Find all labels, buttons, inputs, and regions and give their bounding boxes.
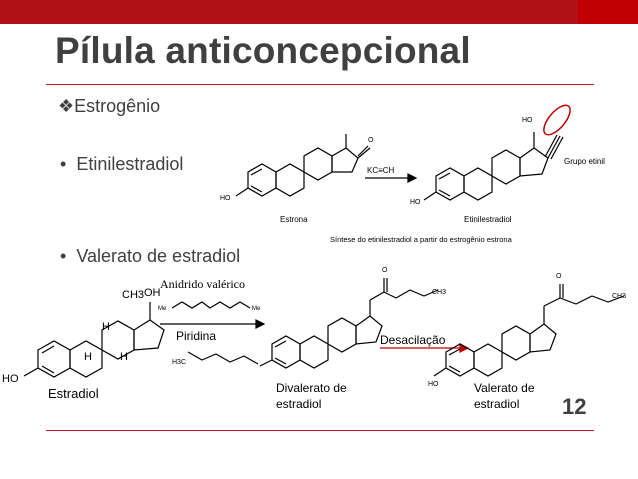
valerato-o-label: O (556, 273, 562, 280)
grupo-etinil-highlight (543, 104, 571, 136)
estradiol-ho-label: HO (2, 373, 19, 385)
bullet-valerato: • Valerato de estradiol (60, 246, 240, 267)
slide-title: Pílula anticoncepcional (55, 30, 471, 71)
dot-bullet-icon: • (60, 246, 67, 266)
estradiol-label: Estradiol (48, 386, 99, 401)
estrona-structure (235, 134, 371, 197)
bullet-valerato-label: Valerato de estradiol (76, 246, 241, 266)
etinilestradiol-structure (423, 132, 564, 201)
dot-bullet-icon: • (60, 154, 67, 174)
desacilacao-label: Desacilação (380, 333, 446, 347)
etinilestradiol-ho-label: HO (410, 199, 421, 206)
valerato-ho-label: HO (428, 381, 439, 388)
divalerato-label-line1: Divalerato de (276, 381, 347, 395)
grupo-etinil-label: Grupo etinil (564, 157, 605, 166)
title-divider (46, 84, 594, 85)
divalerato-structure (187, 278, 439, 369)
estradiol-h-label-1: H (102, 321, 110, 333)
anidrido-label: Anidrido valérico (160, 277, 245, 291)
divalerato-h3c-label: H3C (172, 359, 186, 366)
estradiol-h-label-3: H (120, 351, 128, 363)
piridina-label: Piridina (176, 329, 216, 343)
slide-number: 12 (562, 394, 587, 419)
bullet-estrogenio: ❖Estrogênio (58, 96, 160, 117)
top-accent-bar-right (578, 0, 638, 24)
estrona-label: Estrona (280, 215, 308, 224)
reagent-label: KC≡CH (367, 166, 395, 175)
estrona-o-label: O (368, 137, 374, 144)
scheme1-caption: Síntese do etinilestradiol a partir do e… (330, 235, 513, 244)
valerato-ch3-label: CH3 (612, 293, 626, 300)
valerato-label-line1: Valerato de (474, 381, 535, 395)
valerato-label-line2: estradiol (474, 397, 519, 411)
divalerato-o-label: O (382, 267, 388, 274)
footer-divider (46, 430, 594, 431)
estradiol-oh-label: OH (144, 287, 161, 299)
valerato-structure (433, 284, 625, 377)
divalerato-label-line2: estradiol (276, 397, 321, 411)
estradiol-structure (23, 302, 165, 378)
bullet-etinilestradiol-label: Etinilestradiol (76, 154, 184, 174)
anidrido-me-left: Me (158, 306, 167, 312)
diamond-bullet-icon: ❖ (58, 96, 75, 116)
etinilestradiol-label: Etinilestradiol (464, 215, 512, 224)
anidrido-me-right: Me (252, 306, 261, 312)
bullet-etinilestradiol: • Etinilestradiol (60, 154, 183, 175)
etinilestradiol-ho-top-label: HO (522, 117, 533, 124)
estradiol-ch3-label: CH3 (122, 289, 144, 301)
bullet-estrogenio-label: Estrogênio (74, 96, 161, 116)
divalerato-ch3-label: CH3 (432, 289, 446, 296)
estradiol-h-label-2: H (84, 351, 92, 363)
estrona-ho-label: HO (220, 195, 231, 202)
top-accent-bar (0, 0, 638, 24)
